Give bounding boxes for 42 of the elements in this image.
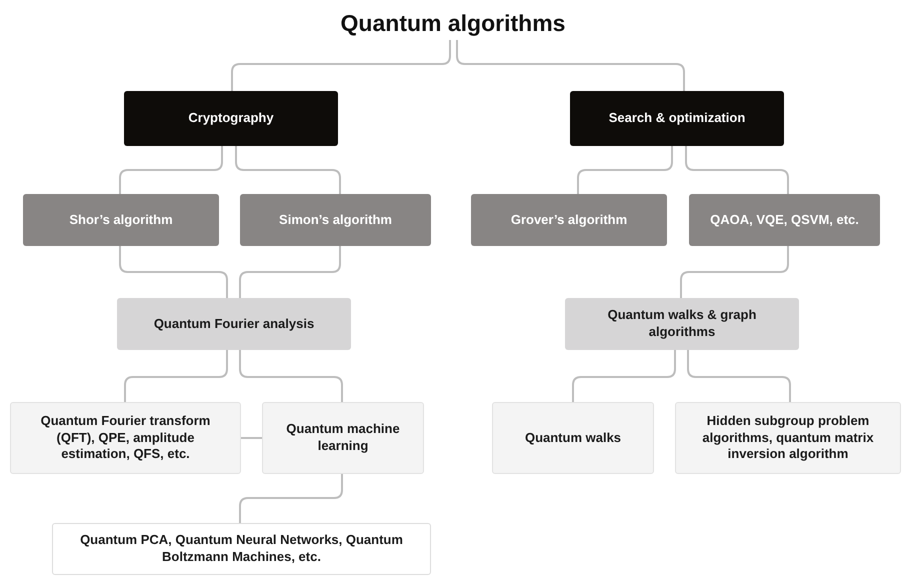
technique-box	[117, 298, 351, 350]
application-box	[675, 402, 901, 474]
connector-line	[572, 350, 676, 402]
algorithm-box	[23, 194, 219, 246]
node-label: Quantum walks & graph algorithms	[606, 307, 758, 341]
application-box	[10, 402, 241, 474]
category-box	[124, 91, 338, 146]
category-box	[570, 91, 784, 146]
connector-line	[235, 146, 341, 194]
connector-line	[119, 146, 223, 194]
node-label: Cryptography	[188, 110, 274, 127]
connector-line	[231, 40, 451, 91]
connector-line	[685, 146, 789, 194]
connector-line	[456, 40, 685, 91]
application-box	[262, 402, 424, 474]
connector-line	[239, 474, 343, 523]
connector-line	[239, 246, 341, 298]
node-label: QAOA, VQE, QSVM, etc.	[710, 212, 859, 228]
node-label: Hidden subgroup problem algorithms, quantum matrix inversion algorithm	[701, 412, 875, 464]
application-box	[492, 402, 654, 474]
connector-line	[680, 246, 789, 298]
node-label: Quantum Fourier transform (QFT), QPE, amplitude estimation, QFS, etc.	[40, 412, 212, 464]
node-label: Search & optimization	[608, 110, 746, 127]
node-label: Quantum machine learning	[285, 421, 401, 455]
connector-line	[577, 146, 673, 194]
connector-line	[239, 350, 343, 402]
connector-line	[119, 246, 228, 298]
node-label: Quantum walks	[524, 430, 622, 446]
connector-line	[241, 437, 262, 439]
algorithm-box	[471, 194, 667, 246]
algorithm-box	[689, 194, 880, 246]
node-label: Quantum Fourier analysis	[154, 316, 314, 332]
node-label: Shor’s algorithm	[69, 212, 173, 228]
algorithm-box	[240, 194, 431, 246]
node-label: Grover’s algorithm	[510, 212, 628, 228]
connector-line	[687, 350, 791, 402]
node-label: Simon’s algorithm	[279, 212, 392, 228]
diagram-title: Quantum algorithms	[340, 8, 566, 40]
technique-box	[565, 298, 799, 350]
application-box	[52, 523, 431, 575]
node-label: Quantum PCA, Quantum Neural Networks, Quantum Boltzmann Machines, etc.	[79, 532, 404, 566]
connector-line	[124, 350, 228, 402]
